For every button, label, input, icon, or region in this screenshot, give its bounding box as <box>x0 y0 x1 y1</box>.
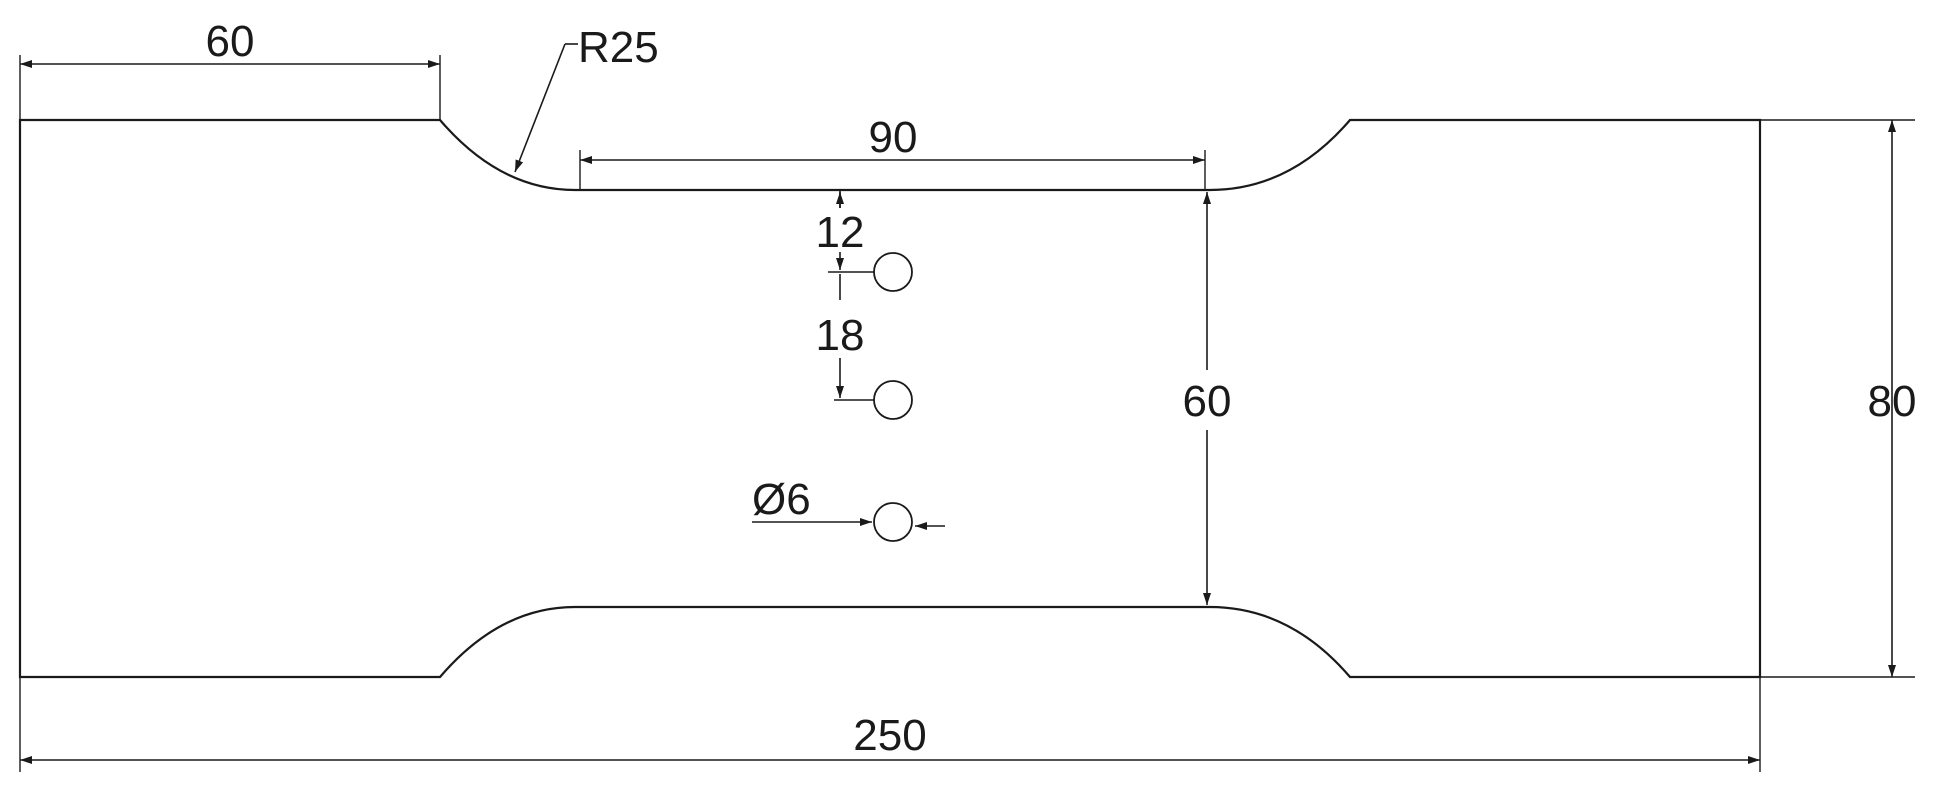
overall-length-label: 250 <box>853 711 926 760</box>
hole-spacing-dimension: 18 <box>816 274 874 401</box>
hole-bottom <box>873 502 913 542</box>
hole-offset-dimension: 12 <box>816 190 874 273</box>
grip-length-label: 60 <box>206 17 255 66</box>
grip-length-dimension: 60 <box>19 17 441 120</box>
fillet-radius-callout: R25 <box>514 23 659 173</box>
overall-width-label: 80 <box>1868 377 1917 426</box>
gauge-width-label: 60 <box>1183 377 1232 426</box>
gauge-length-label: 90 <box>869 113 918 162</box>
overall-width-dimension: 80 <box>1760 119 1917 678</box>
overall-length-dimension: 250 <box>19 677 1761 772</box>
hole-offset-label: 12 <box>816 208 865 257</box>
fillet-radius-label: R25 <box>578 23 659 72</box>
hole-diameter-dimension: Ø6 <box>752 475 945 530</box>
hole-diameter-label: Ø6 <box>752 475 811 524</box>
gauge-width-dimension: 60 <box>1183 192 1232 605</box>
hole-top <box>873 252 913 292</box>
gauge-length-dimension: 90 <box>579 113 1206 190</box>
hole-spacing-label: 18 <box>816 311 865 360</box>
specimen-outline <box>18 118 1762 679</box>
hole-middle <box>873 380 913 420</box>
